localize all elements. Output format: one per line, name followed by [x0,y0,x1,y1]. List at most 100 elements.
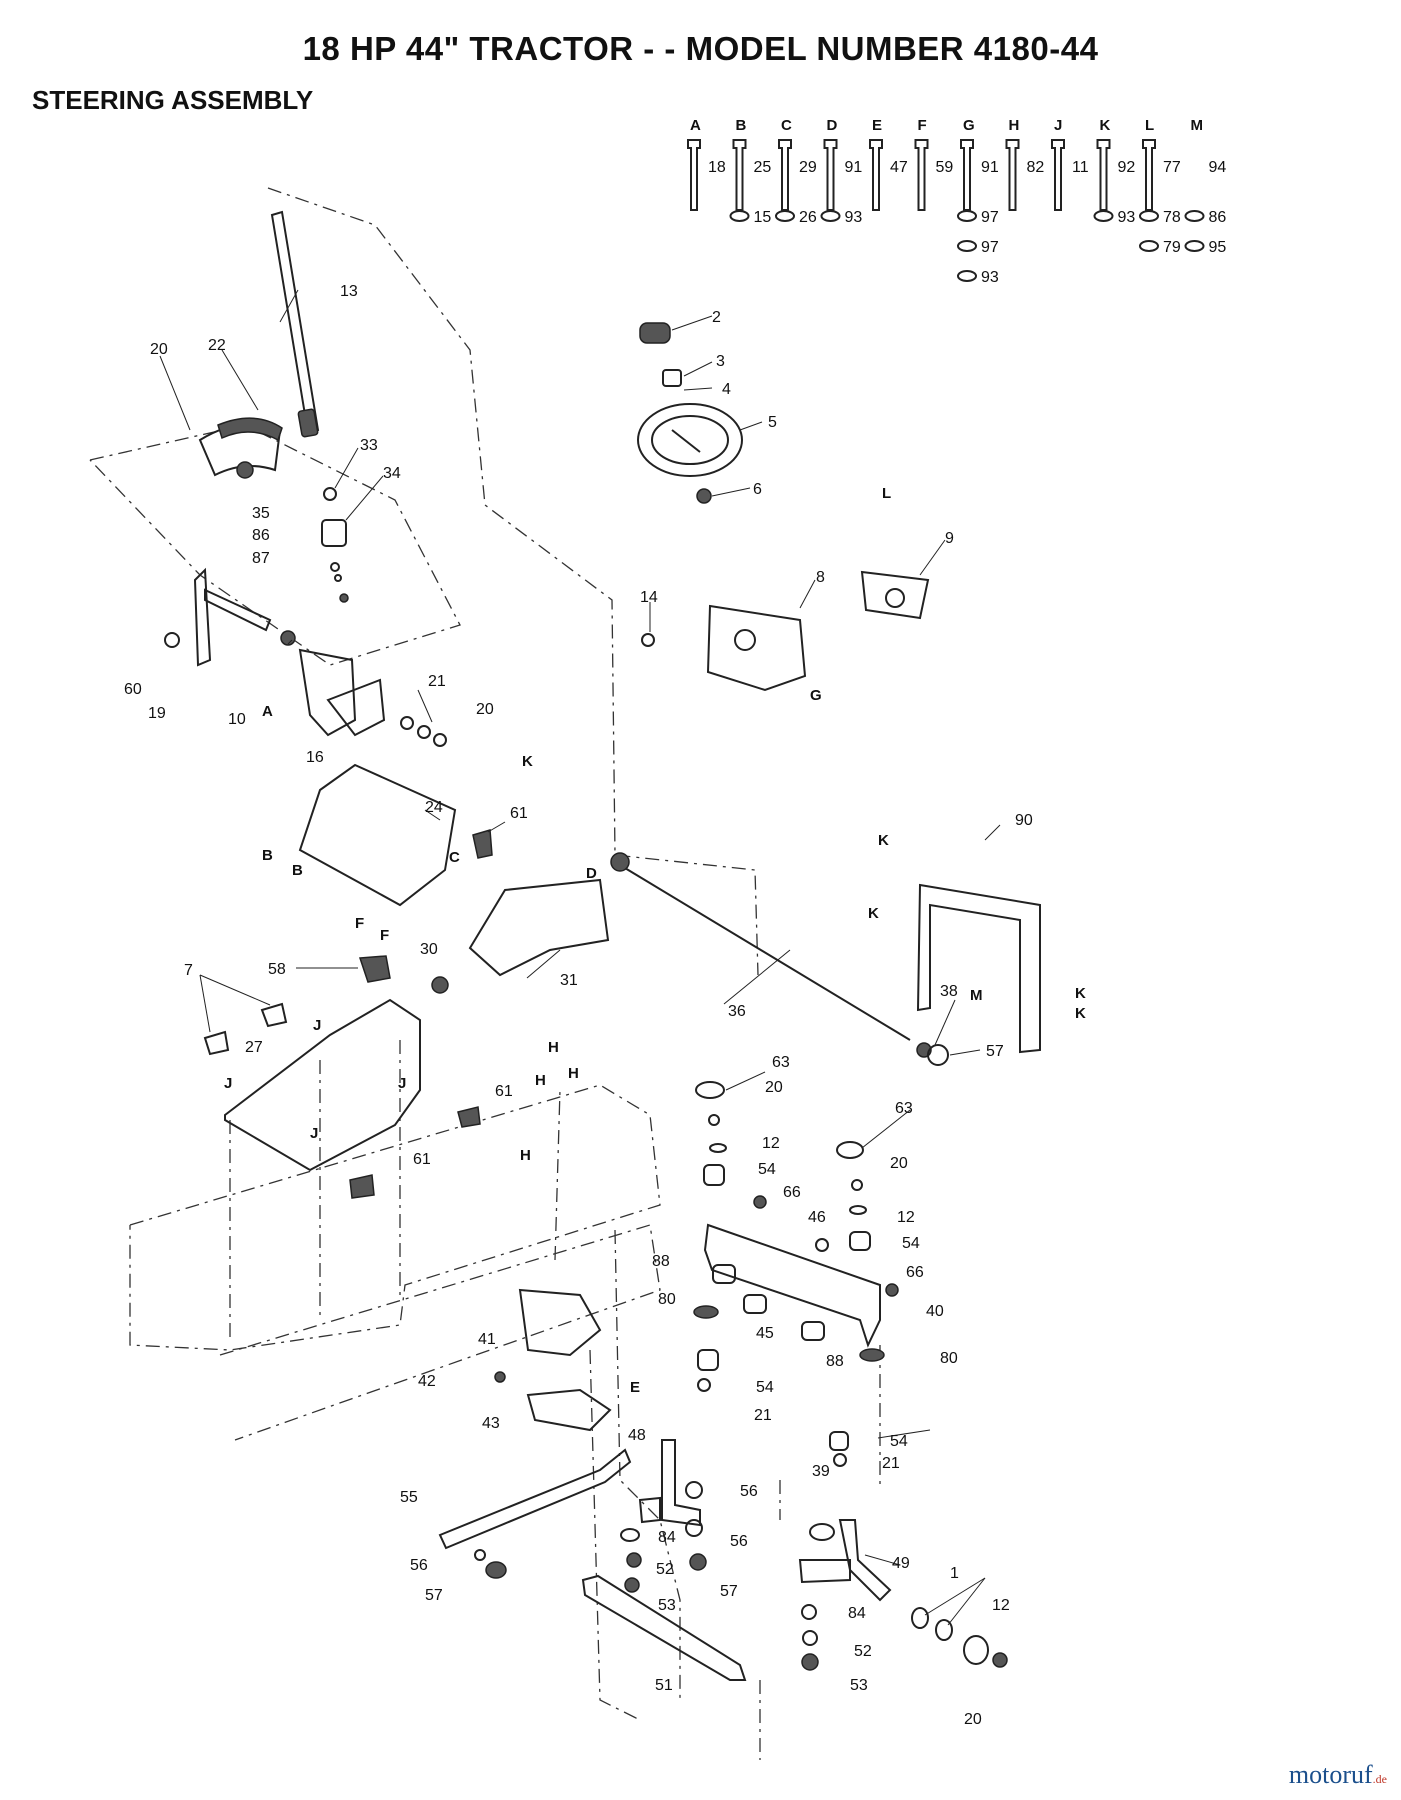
callout: 53 [850,1677,868,1694]
watermark-text: motoruf [1288,1760,1373,1789]
callout: 27 [245,1039,263,1056]
hardware-part-number: 25 [754,159,772,176]
hardware-part-number: 91 [845,159,863,176]
callout: 36 [728,1003,746,1020]
callout: 52 [854,1643,872,1660]
washer-icon [1139,210,1159,222]
ref-letter: K [878,832,889,849]
hardware-part-number: 15 [754,209,772,226]
ref-letter: J [224,1075,232,1092]
callout: 90 [1015,812,1033,829]
hardware-key-letter: D [827,117,838,134]
hardware-key-letter: L [1145,117,1154,134]
frame-outlines [89,187,881,1760]
callout: 20 [476,701,494,718]
ref-letter: K [522,753,533,770]
callout: 43 [482,1415,500,1432]
bolt-icon [869,139,883,211]
washer-icon [820,210,841,222]
callout: 45 [756,1325,774,1342]
ref-letter: H [568,1065,579,1082]
washer-icon [1184,210,1205,222]
bolt-icon [1096,139,1111,211]
callout: 12 [762,1135,780,1152]
hardware-part-number: 97 [981,239,999,256]
hardware-part-number: 94 [1209,159,1227,176]
callout: 48 [628,1427,646,1444]
callout: 56 [730,1533,748,1550]
bolt-icon [1005,139,1020,211]
washer-icon [729,210,750,222]
ref-letter: F [355,915,364,932]
callout: 54 [758,1161,776,1178]
ref-letter: D [586,865,597,882]
reference-letters: A B B C D E F F G H H H H J J J J K K K … [224,485,1086,1396]
bolt-icon [778,139,792,211]
callout: 5 [768,414,777,431]
hardware-part-number: 91 [981,159,999,176]
callout: 61 [510,805,528,822]
callout: 86 [252,527,270,544]
callout: 56 [740,1483,758,1500]
hardware-part-number: 78 [1163,209,1181,226]
hardware-key-letter: C [781,117,792,134]
hardware-key-letter: M [1191,117,1204,134]
callout: 1 [950,1565,959,1582]
hardware-key-letter: F [918,117,927,134]
washer-icon [775,210,795,222]
ref-letter: M [970,987,983,1004]
callout: 61 [413,1151,431,1168]
hardware-part-number: 29 [799,159,817,176]
ref-letter: H [535,1072,546,1089]
callout: 88 [652,1253,670,1270]
callout: 20 [964,1711,982,1728]
callout: 21 [882,1455,900,1472]
callout: 63 [772,1054,790,1071]
ref-letter: A [262,703,273,720]
washer-icon [957,210,977,222]
washer-icon [957,270,977,282]
callout: 19 [148,705,166,722]
hardware-part-number: 93 [981,269,999,286]
callout: 42 [418,1373,436,1390]
callout: 66 [906,1264,924,1281]
callout: 13 [340,283,358,300]
callout: 56 [410,1557,428,1574]
callout: 20 [765,1079,783,1096]
ref-letter: F [380,927,389,944]
hardware-key-letter: E [872,117,882,134]
hardware-part-number: 59 [936,159,954,176]
callout: 61 [495,1083,513,1100]
hardware-part-number: 18 [708,159,726,176]
callout: 40 [926,1303,944,1320]
hardware-key-letter: K [1100,117,1111,134]
callout: 35 [252,505,270,522]
callout: 3 [716,353,725,370]
callout: 31 [560,972,578,989]
hardware-key-letter: B [736,117,747,134]
callout: 88 [826,1353,844,1370]
hardware-part-number: 92 [1118,159,1136,176]
hardware-part-number: 79 [1163,239,1181,256]
section-heading: STEERING ASSEMBLY [32,85,314,115]
ref-letter: C [449,849,460,866]
callout: 66 [783,1184,801,1201]
ref-letter: B [292,862,303,879]
hardware-key-letter: A [690,117,701,134]
callout: 80 [658,1291,676,1308]
parts-artwork [164,210,1041,1681]
callout: 41 [478,1331,496,1348]
hardware-part-number: 11 [1072,159,1089,176]
callout: 8 [816,569,825,586]
callout: 34 [383,465,401,482]
ref-letter: E [630,1379,640,1396]
callout: 60 [124,681,142,698]
ref-letter: B [262,847,273,864]
leader-lines [159,289,1001,1626]
callout: 52 [656,1561,674,1578]
ref-letter: H [520,1147,531,1164]
callout: 57 [986,1043,1004,1060]
callout: 12 [992,1597,1010,1614]
bolt-icon [914,139,929,211]
